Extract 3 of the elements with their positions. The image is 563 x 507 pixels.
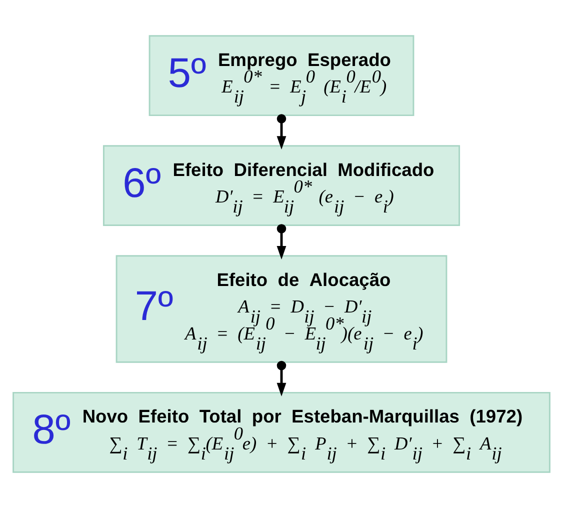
arrow bbox=[276, 224, 286, 260]
arrow bbox=[276, 114, 286, 150]
arrow bbox=[276, 360, 286, 396]
